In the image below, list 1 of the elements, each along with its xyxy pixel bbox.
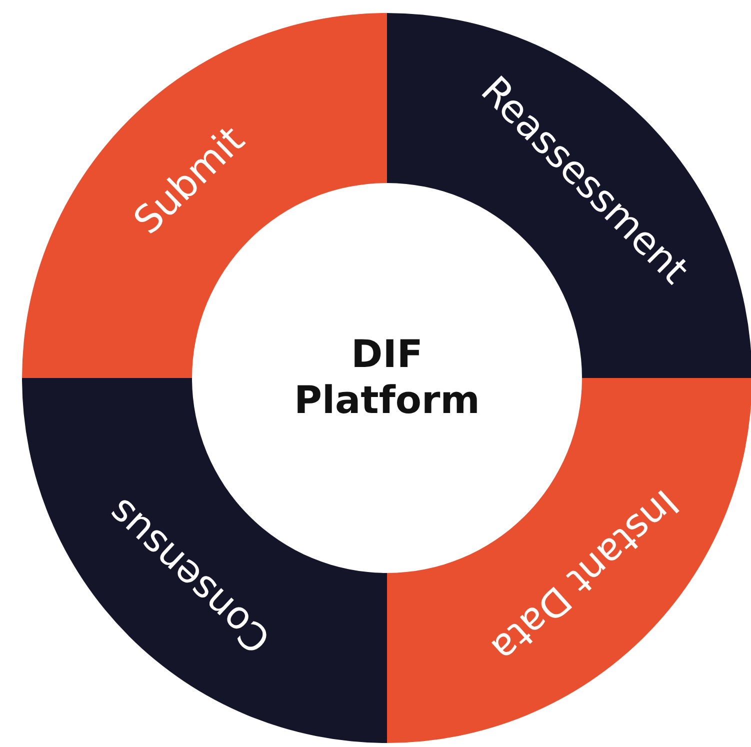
center-label: DIF Platform bbox=[293, 332, 481, 424]
